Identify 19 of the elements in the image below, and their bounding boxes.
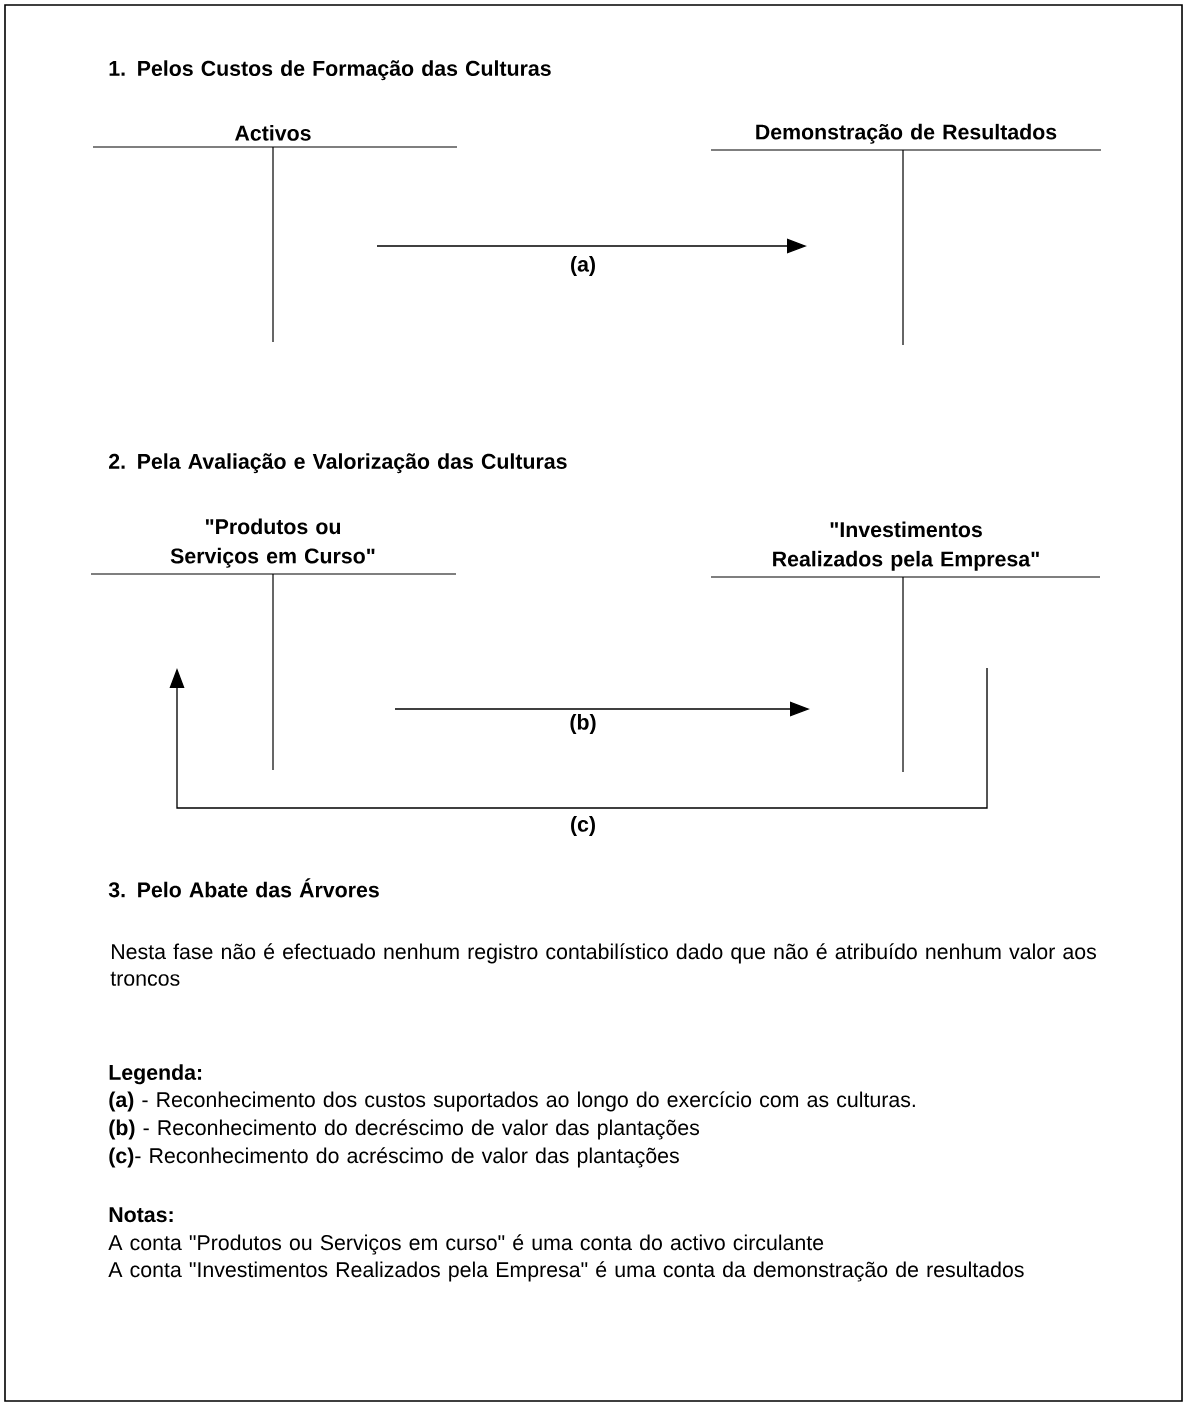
note-text: A conta "Investimentos Realizados pela Empresa" é uma conta da demonstração de resultados — [108, 1261, 1024, 1282]
t-account: Demonstração de Resultados — [710, 123, 1102, 346]
legend-item: (a) - Reconhecimento dos custos suportados ao longo do exercício com as culturas. — [109, 1091, 915, 1112]
t-account: "Investimentos Realizados pela Empresa" — [710, 521, 1101, 773]
paragraph-text: Nesta fase não é efectuado nenhum registro contabilístico dado que não é atribuído nenhum valor aos troncos — [110, 943, 1096, 986]
legend-heading: Legenda: — [109, 1064, 202, 1085]
legend-item: (b) - Reconhecimento do decréscimo de valor das plantações — [109, 1119, 700, 1140]
note-text: A conta "Produtos ou Serviços em curso" é uma conta do activo circulante — [108, 1234, 824, 1255]
legend-item: (c)- Reconhecimento do acréscimo de valor das plantações — [109, 1147, 679, 1168]
edge-label: (b) — [570, 714, 596, 734]
section-heading: 3. Pelo Abate das Árvores — [108, 878, 379, 898]
t-account: "Produtos ou Serviços em Curso" — [90, 518, 457, 771]
section-heading: 1. Pelos Custos de Formação das Culturas — [109, 60, 551, 81]
edge-label: (a) — [571, 256, 595, 276]
arrow — [169, 667, 988, 809]
t-account: Activos — [92, 125, 458, 343]
section-heading: 2. Pela Avaliação e Valorização das Culturas — [109, 453, 567, 474]
edge-label: (c) — [571, 816, 595, 836]
note-heading: Notas: — [109, 1207, 173, 1223]
